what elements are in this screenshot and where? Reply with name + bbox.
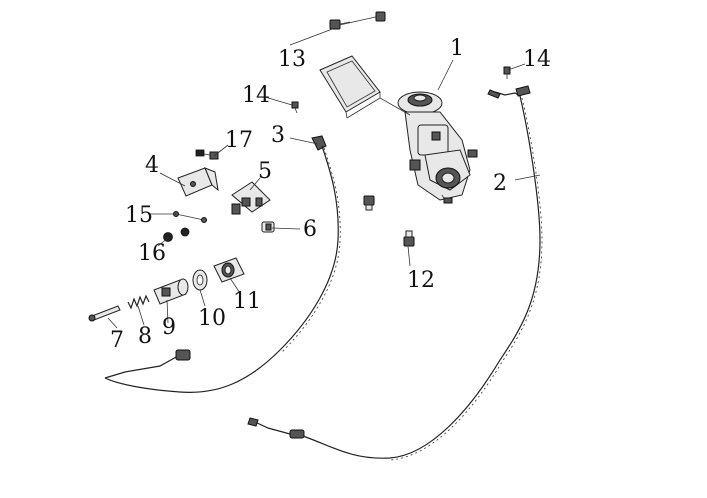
part-8-spring bbox=[127, 294, 150, 310]
part-7-pin bbox=[88, 305, 121, 322]
callout-8: 8 bbox=[138, 324, 152, 349]
callout-13: 13 bbox=[278, 47, 306, 72]
callout-3: 3 bbox=[271, 123, 285, 148]
callout-11: 11 bbox=[233, 289, 261, 314]
part-14-screw-right bbox=[503, 66, 511, 79]
part-14-screw-left bbox=[291, 101, 299, 114]
callout-6: 6 bbox=[303, 217, 317, 242]
part-9-cylinder bbox=[153, 278, 189, 305]
callout-14-right: 14 bbox=[523, 47, 551, 72]
part-1-ignition-switch bbox=[319, 55, 478, 204]
callout-2: 2 bbox=[493, 171, 507, 196]
part-5-switch bbox=[231, 181, 271, 215]
callout-7: 7 bbox=[110, 328, 124, 353]
part-3-cable bbox=[104, 135, 341, 393]
callout-10: 10 bbox=[198, 306, 226, 331]
part-2-cable bbox=[247, 85, 543, 461]
callout-5: 5 bbox=[258, 159, 272, 184]
callout-4: 4 bbox=[145, 153, 159, 178]
part-17-screw bbox=[195, 149, 219, 160]
part-13-screws bbox=[329, 11, 386, 30]
part-11-housing bbox=[213, 257, 245, 283]
callout-14-left: 14 bbox=[242, 83, 270, 108]
callout-15: 15 bbox=[125, 203, 153, 228]
callout-12: 12 bbox=[407, 268, 435, 293]
callout-9: 9 bbox=[162, 315, 176, 340]
part-4-bracket bbox=[177, 167, 219, 197]
callout-1: 1 bbox=[450, 36, 464, 61]
part-15-screw bbox=[173, 211, 207, 223]
part-6-clip bbox=[261, 221, 275, 233]
part-16-nuts bbox=[163, 227, 190, 242]
leader-lines bbox=[107, 27, 541, 329]
callout-17: 17 bbox=[225, 128, 253, 153]
part-12-bolts bbox=[363, 195, 415, 247]
callout-16: 16 bbox=[138, 241, 166, 266]
part-10-washer bbox=[192, 269, 208, 291]
